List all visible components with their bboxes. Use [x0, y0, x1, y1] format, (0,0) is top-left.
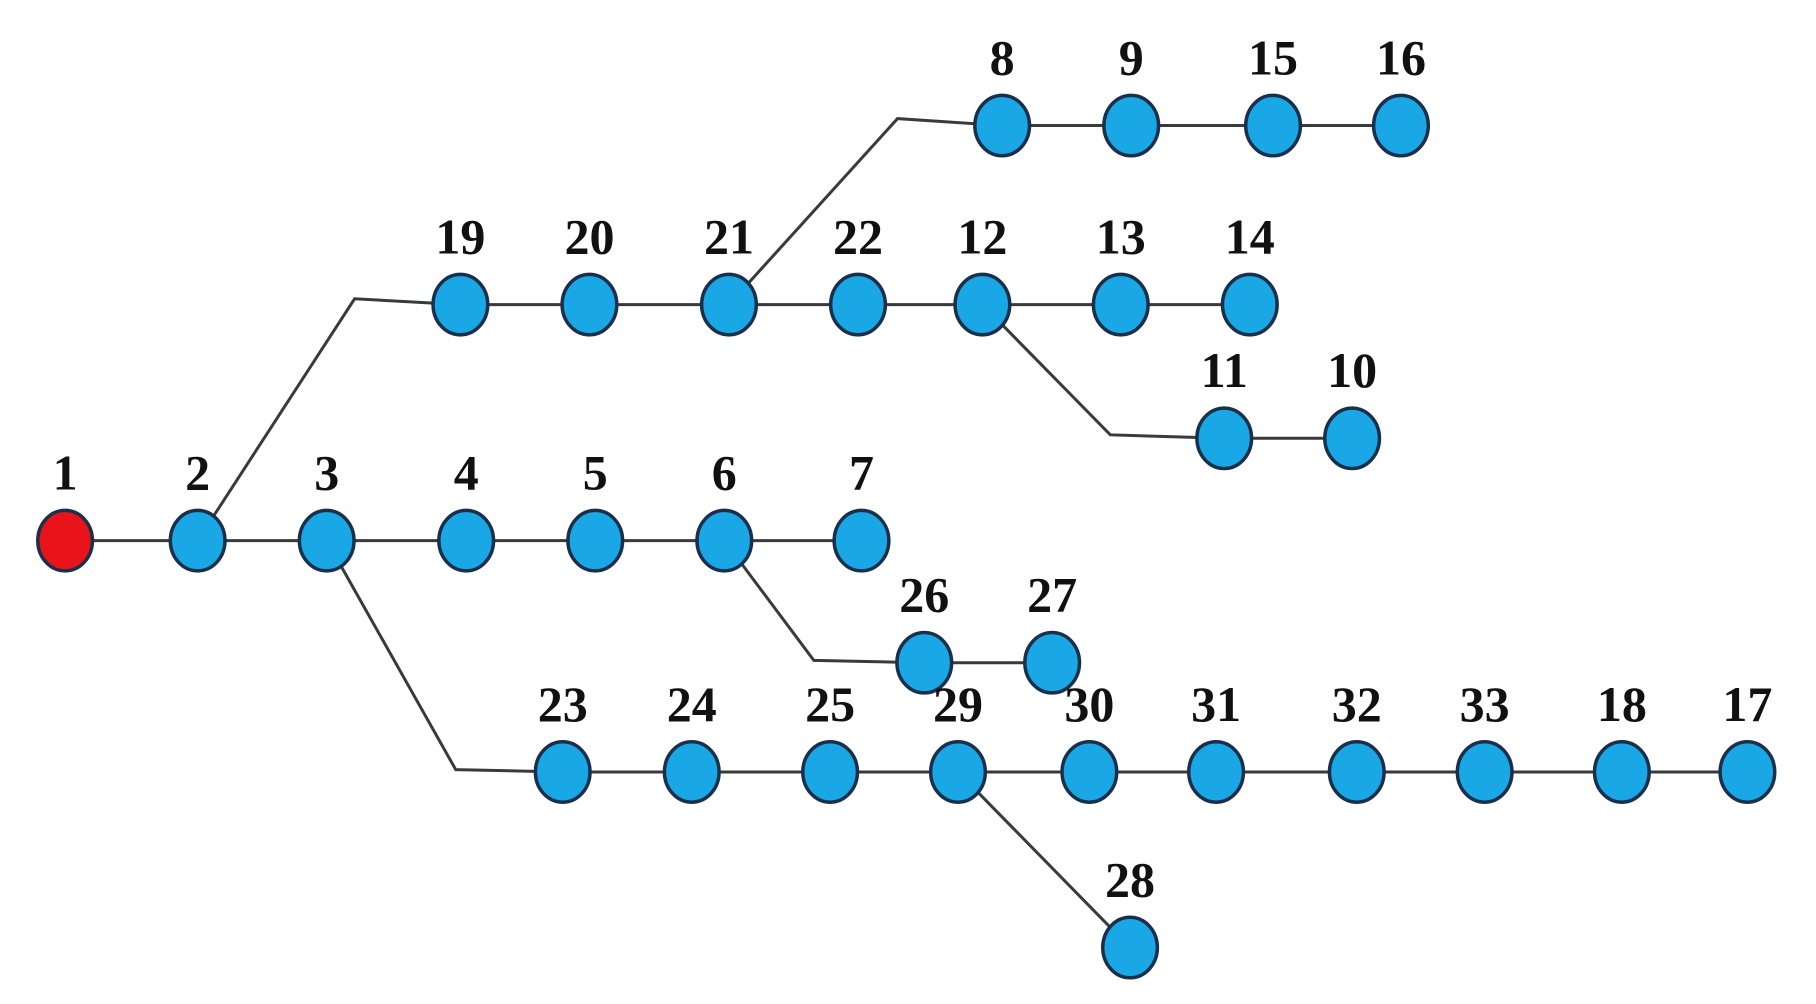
node-24 [662, 739, 721, 804]
node-17 [1718, 739, 1777, 804]
node-label-23: 23 [538, 676, 588, 732]
node-label-8: 8 [990, 29, 1015, 85]
node-25 [801, 739, 860, 804]
edge-12-11 [981, 303, 1225, 440]
node-label-7: 7 [849, 444, 874, 500]
edge-2-19 [196, 297, 461, 542]
node-label-21: 21 [704, 208, 754, 264]
node-6 [695, 508, 754, 573]
node-label-11: 11 [1201, 342, 1248, 398]
node-30 [1060, 739, 1119, 804]
node-label-22: 22 [833, 208, 883, 264]
node-15 [1243, 93, 1303, 158]
edge-29-28 [956, 770, 1132, 949]
node-label-24: 24 [667, 676, 717, 732]
node-10 [1323, 406, 1382, 471]
node-31 [1187, 739, 1246, 804]
node-label-16: 16 [1376, 29, 1426, 85]
node-label-20: 20 [564, 208, 614, 264]
node-27 [1023, 630, 1082, 695]
node-28 [1100, 915, 1160, 980]
node-8 [973, 93, 1032, 158]
node-label-17: 17 [1722, 676, 1772, 732]
edge-3-23 [325, 539, 563, 774]
node-19 [431, 272, 490, 337]
node-23 [533, 739, 592, 804]
node-1 [36, 508, 95, 573]
node-22 [828, 272, 888, 337]
node-4 [437, 508, 496, 573]
node-label-14: 14 [1225, 208, 1275, 264]
node-3 [297, 508, 356, 573]
node-20 [560, 272, 619, 337]
node-label-5: 5 [583, 444, 608, 500]
node-21 [699, 272, 759, 337]
node-16 [1371, 93, 1431, 158]
node-label-2: 2 [185, 444, 210, 500]
edge-21-8 [727, 117, 1003, 306]
node-18 [1592, 739, 1651, 804]
node-26 [895, 630, 954, 695]
node-label-1: 1 [53, 444, 78, 500]
node-label-27: 27 [1027, 567, 1077, 623]
node-2 [168, 508, 227, 573]
edge-6-26 [723, 539, 925, 665]
node-label-3: 3 [314, 444, 339, 500]
node-label-29: 29 [933, 676, 983, 732]
node-12 [953, 272, 1012, 337]
node-32 [1327, 739, 1386, 804]
node-11 [1195, 406, 1254, 471]
node-label-31: 31 [1191, 676, 1241, 732]
node-33 [1455, 739, 1514, 804]
node-label-9: 9 [1119, 29, 1144, 85]
node-9 [1102, 93, 1161, 158]
node-label-6: 6 [712, 444, 737, 500]
node-14 [1220, 272, 1279, 337]
node-label-13: 13 [1096, 208, 1146, 264]
node-7 [832, 508, 891, 573]
node-label-18: 18 [1597, 676, 1647, 732]
node-label-33: 33 [1460, 676, 1510, 732]
node-label-28: 28 [1105, 851, 1155, 907]
node-label-30: 30 [1064, 676, 1114, 732]
node-label-10: 10 [1327, 342, 1377, 398]
node-29 [928, 739, 988, 804]
node-label-15: 15 [1248, 29, 1298, 85]
node-label-26: 26 [899, 567, 949, 623]
node-13 [1091, 272, 1150, 337]
node-label-12: 12 [957, 208, 1007, 264]
node-label-25: 25 [805, 676, 855, 732]
node-label-4: 4 [454, 444, 479, 500]
node-5 [566, 508, 625, 573]
node-label-19: 19 [435, 208, 485, 264]
node-label-32: 32 [1332, 676, 1382, 732]
nodes-layer [36, 93, 1777, 980]
